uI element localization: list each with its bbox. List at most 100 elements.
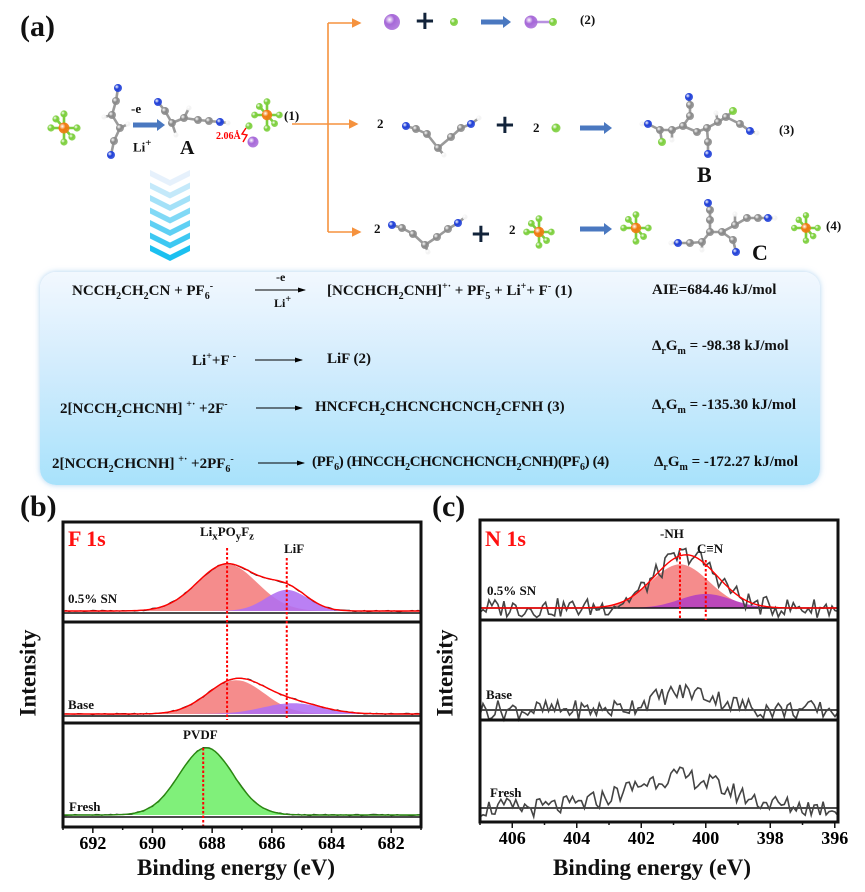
c-atom — [421, 241, 429, 249]
text-run: +2F — [195, 401, 225, 417]
n-atom — [746, 127, 754, 135]
f-atom — [795, 216, 803, 224]
c-atom — [679, 122, 687, 130]
f-atom — [640, 233, 648, 240]
text-run: + — [145, 137, 152, 149]
text-run: C≡N — [697, 541, 724, 556]
text-run: Δ — [654, 454, 664, 470]
fit-envelope-line — [63, 677, 421, 715]
li-atom — [247, 136, 259, 148]
text-run: r — [663, 462, 668, 473]
reaction-1-energy: AIE=684.46 kJ/mol — [652, 282, 776, 299]
f-atom — [632, 211, 640, 219]
text-run: + — [520, 281, 527, 292]
text-run: ) (4) — [584, 454, 610, 470]
c-atom — [108, 111, 116, 119]
text-run: 6 — [204, 291, 210, 302]
text-run: - — [224, 399, 228, 410]
arrow-head — [157, 119, 165, 131]
text-run: LiF (2) — [327, 351, 372, 367]
c-atom — [731, 221, 739, 229]
text-run: - — [230, 454, 234, 465]
text-run: + Li — [490, 283, 521, 299]
series-label-sn: 0.5% SN — [68, 591, 118, 606]
c-atom — [423, 130, 431, 138]
c-atom — [161, 107, 169, 115]
f-atom — [60, 138, 68, 146]
c-atom — [112, 97, 120, 105]
f-atom — [543, 237, 551, 244]
eq-number-1: (1) — [284, 108, 300, 123]
text-run: 6 — [225, 464, 231, 475]
x-tick-label: 400 — [692, 828, 719, 848]
oxidation-label: -e — [131, 101, 142, 116]
h-atom — [441, 152, 447, 158]
c-atom — [656, 126, 664, 134]
label-B: B — [697, 162, 712, 187]
text-run: Li — [133, 139, 146, 155]
h-atom — [425, 249, 431, 255]
f-atom — [644, 224, 652, 232]
h-atom — [772, 215, 778, 221]
f-atom — [60, 110, 68, 118]
text-run: +F — [211, 353, 233, 369]
series-label-fresh: Fresh — [69, 799, 101, 814]
h-atom — [639, 121, 645, 127]
text-run: CHCNCHCNCH — [409, 454, 517, 470]
f-atom — [814, 224, 821, 232]
text-run: 6 — [334, 462, 339, 473]
c-atom — [116, 124, 124, 132]
distance-indicator — [240, 127, 249, 143]
text-run: x — [212, 530, 218, 543]
n-atom — [114, 84, 122, 92]
c-atom — [447, 133, 455, 141]
f-atom — [658, 138, 666, 146]
text-run: +2PF — [187, 456, 226, 472]
series-label-base: Base — [68, 697, 94, 712]
p-atom — [801, 223, 811, 233]
x-tick-label: 686 — [258, 833, 285, 853]
coefficient: 2 — [509, 222, 516, 237]
eq-number-3: (3) — [779, 122, 795, 137]
plus-sign: + — [414, 6, 436, 36]
h-atom — [125, 121, 131, 127]
f-atom — [52, 115, 60, 123]
fit-envelope-line — [63, 562, 421, 612]
arrow-head — [604, 122, 612, 134]
text-run: 2[NCCH — [52, 456, 109, 472]
raw-spectrum-line — [479, 547, 839, 619]
p-atom — [533, 226, 545, 238]
c-atom — [718, 228, 726, 236]
text-run: G — [665, 338, 678, 354]
arrow-shaft — [580, 125, 606, 131]
text-run: CNH] — [403, 283, 442, 299]
c-atom — [706, 206, 714, 214]
series-label-fresh: Fresh — [490, 785, 522, 800]
reaction-1-arrow-below: Li+ — [274, 294, 291, 311]
text-run: 2 — [108, 464, 114, 475]
text-run: CN + PF — [148, 283, 205, 299]
f-atom — [802, 212, 810, 219]
text-run: + — [206, 351, 212, 362]
text-run: G — [667, 454, 680, 470]
n-atom — [154, 98, 162, 106]
plus-sign: + — [494, 110, 516, 140]
h-atom — [225, 120, 231, 126]
c-atom — [704, 138, 712, 146]
text-run: m — [677, 346, 686, 357]
c-atom — [736, 120, 744, 128]
c-atom — [714, 118, 722, 126]
f-atom — [271, 120, 279, 127]
f-atom — [535, 241, 543, 249]
text-run: (1) — [551, 283, 573, 299]
text-run: 5 — [485, 291, 491, 302]
h-atom — [699, 247, 705, 253]
chevron-arrow-icon — [150, 220, 190, 236]
c-atom — [686, 239, 694, 247]
reaction-equations-box — [40, 272, 820, 485]
text-run: Li — [200, 524, 213, 539]
c-atom — [180, 114, 188, 122]
